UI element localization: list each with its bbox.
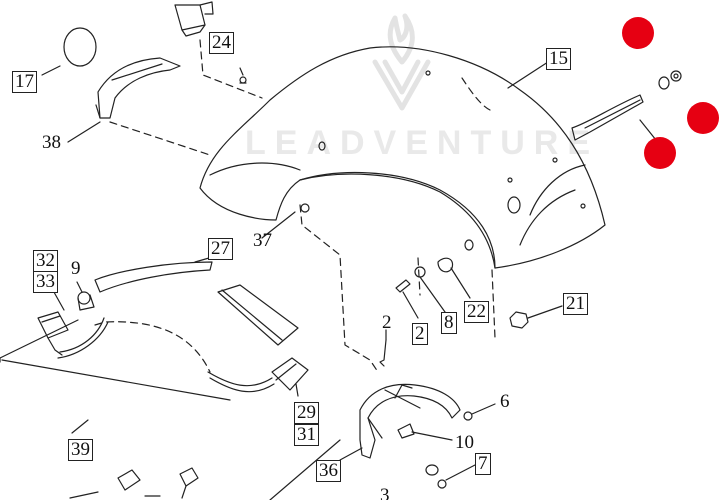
right-hardware xyxy=(571,70,682,146)
hotspot-1[interactable] xyxy=(622,17,654,49)
pad-strip xyxy=(217,284,299,346)
lens-17 xyxy=(63,27,97,67)
leader-dashed xyxy=(94,39,496,373)
label-3: 3 xyxy=(380,486,390,500)
nut-21 xyxy=(509,305,563,329)
label-38: 38 xyxy=(42,132,61,153)
part-38 xyxy=(95,57,181,119)
top-connector xyxy=(174,1,214,37)
label-8: 8 xyxy=(441,312,457,334)
screw-37 xyxy=(261,203,310,239)
washer-7 xyxy=(425,464,476,489)
label-24: 24 xyxy=(209,32,234,54)
screw-24 xyxy=(239,67,247,84)
label-22: 22 xyxy=(464,301,489,323)
label-7: 7 xyxy=(475,453,491,475)
label-2-upper: 2 xyxy=(382,312,392,333)
label-32: 32 xyxy=(33,250,58,272)
label-10: 10 xyxy=(455,432,474,453)
label-33: 33 xyxy=(33,271,58,293)
label-37: 37 xyxy=(253,230,272,251)
watermark-text: LEADVENTURE xyxy=(245,124,600,162)
label-36: 36 xyxy=(316,460,341,482)
label-27: 27 xyxy=(208,238,233,260)
connector-32 xyxy=(37,284,69,356)
label-9: 9 xyxy=(71,258,81,279)
label-39: 39 xyxy=(68,439,93,461)
label-21: 21 xyxy=(563,293,588,315)
label-15: 15 xyxy=(546,48,571,70)
rear-fender xyxy=(199,46,606,269)
label-6: 6 xyxy=(500,391,510,412)
clip-9 xyxy=(76,281,95,311)
clip-10 xyxy=(397,423,453,441)
label-31: 31 xyxy=(294,424,319,446)
watermark-logo xyxy=(372,13,431,111)
bracket-39-outline xyxy=(0,319,341,500)
label-29: 29 xyxy=(294,402,319,424)
label-2-mid: 2 xyxy=(412,323,428,345)
hotspot-3[interactable] xyxy=(644,137,676,169)
wiring-harness xyxy=(57,317,309,393)
strap-36 xyxy=(339,383,461,461)
strip-27 xyxy=(94,257,213,293)
screw-2 xyxy=(379,329,387,367)
bottom-parts xyxy=(69,467,199,499)
nut-6 xyxy=(463,403,496,421)
hardware-22-8 xyxy=(395,257,471,319)
hotspot-2[interactable] xyxy=(687,102,719,134)
label-17: 17 xyxy=(12,71,37,93)
